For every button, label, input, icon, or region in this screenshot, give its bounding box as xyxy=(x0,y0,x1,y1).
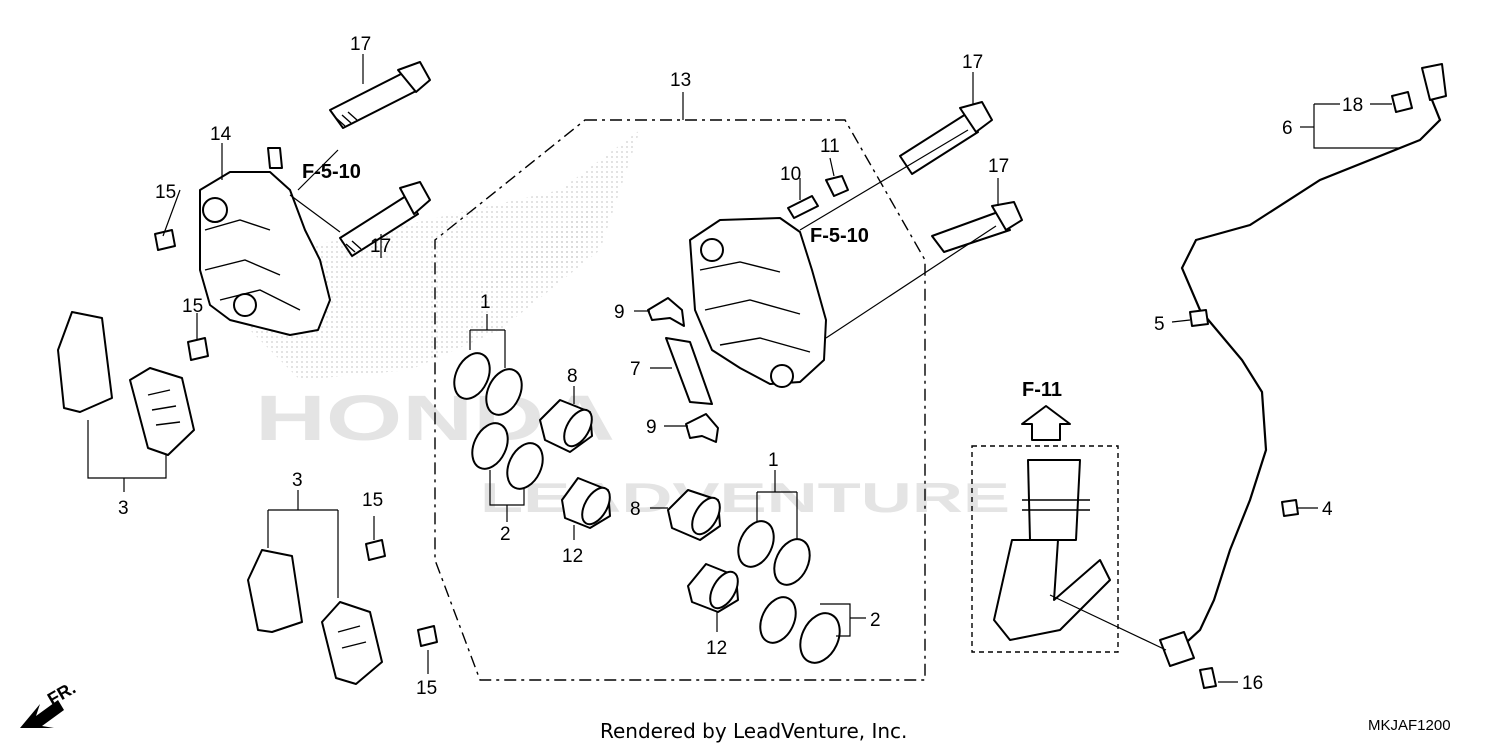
callout-3-lower: 3 xyxy=(292,470,303,491)
pad-spring-clip-lower[interactable] xyxy=(685,413,719,443)
callout-8-right: 8 xyxy=(630,499,641,520)
pad-spring[interactable] xyxy=(665,337,713,405)
fork-view-arrow xyxy=(1021,405,1071,441)
caliper-piston-left-b[interactable] xyxy=(561,477,616,529)
callout-2-left: 2 xyxy=(500,524,511,545)
front-indicator-label: FR. xyxy=(44,678,79,710)
front-direction-arrow xyxy=(20,700,64,728)
caliper-collar-d[interactable] xyxy=(417,625,438,647)
piston-seals-left[interactable] xyxy=(447,347,549,494)
callout-6: 6 xyxy=(1282,118,1293,139)
callout-7: 7 xyxy=(630,359,641,380)
callout-12-right: 12 xyxy=(706,638,727,659)
callout-16: 16 xyxy=(1242,673,1263,694)
harness-clip-5[interactable] xyxy=(1189,309,1209,327)
harness-clamp-18[interactable] xyxy=(1391,91,1413,113)
seal-kit-group-outline xyxy=(434,119,926,681)
callout-11: 11 xyxy=(820,136,840,157)
caliper-collar-c[interactable] xyxy=(365,539,386,561)
callout-9-upper: 9 xyxy=(614,302,625,323)
clip-leaders xyxy=(634,310,688,427)
wheel-speed-sensor-harness[interactable] xyxy=(1159,63,1447,667)
fork-view-outline xyxy=(971,445,1119,653)
callout-14: 14 xyxy=(210,124,232,145)
callout-2-right: 2 xyxy=(870,610,881,631)
caliper-bolt-upper-left[interactable] xyxy=(329,61,431,129)
front-brake-caliper-left[interactable] xyxy=(199,147,331,336)
sensor-bolt-16[interactable] xyxy=(1199,667,1217,689)
front-fork-leg xyxy=(993,459,1111,641)
caliper-piston-right-a[interactable] xyxy=(667,489,726,541)
leaders-sensor xyxy=(1049,103,1400,683)
bleeder-valve[interactable] xyxy=(787,195,819,219)
diagram-code: MKJAF1200 xyxy=(1368,717,1451,734)
leaders-right-caliper xyxy=(799,72,999,339)
callout-9-lower: 9 xyxy=(646,417,657,438)
caliper-piston-right-b[interactable] xyxy=(687,563,744,613)
watermark-vendor: LEADVENTURE xyxy=(480,474,1010,521)
caliper-piston-left-a[interactable] xyxy=(539,399,598,453)
caliper-bolt-lower-left[interactable] xyxy=(339,181,431,257)
front-brake-caliper-right[interactable] xyxy=(689,217,827,388)
callout-1-right: 1 xyxy=(768,450,779,471)
callout-17-lower-left: 17 xyxy=(370,236,391,257)
callout-15-a: 15 xyxy=(155,182,176,203)
caliper-bolt-lower-right[interactable] xyxy=(931,201,1023,253)
seal-leaders-right xyxy=(650,470,866,637)
callout-17-lower-right: 17 xyxy=(988,156,1009,177)
callout-3-left: 3 xyxy=(118,498,129,519)
callout-8-left: 8 xyxy=(567,366,578,387)
rendered-by-credit: Rendered by LeadVenture, Inc. xyxy=(600,719,907,743)
callout-12-left: 12 xyxy=(562,546,583,567)
ref-label-fork-view[interactable]: F-11 xyxy=(1022,379,1062,401)
caliper-collar-b[interactable] xyxy=(187,337,209,361)
callout-10: 10 xyxy=(780,164,801,185)
callout-17-upper-right: 17 xyxy=(962,52,983,73)
callout-15-b: 15 xyxy=(182,296,203,317)
callout-1-left: 1 xyxy=(480,292,491,313)
seal-leaders-left xyxy=(469,314,575,540)
honda-wing-watermark xyxy=(250,130,640,380)
piston-seals-right[interactable] xyxy=(731,515,847,669)
bleeder-cap[interactable] xyxy=(825,175,849,197)
ref-label-right-caliper[interactable]: F-5-10 xyxy=(810,225,869,247)
caliper-collar-a[interactable] xyxy=(154,229,176,251)
callout-15-d: 15 xyxy=(416,678,437,699)
callout-15-c: 15 xyxy=(362,490,383,511)
harness-clip-4[interactable] xyxy=(1281,499,1299,517)
callout-13: 13 xyxy=(670,70,691,91)
callout-18: 18 xyxy=(1342,95,1363,116)
leaders-left xyxy=(87,54,429,674)
pad-spring-clip-upper[interactable] xyxy=(647,297,685,327)
callout-4: 4 xyxy=(1322,499,1333,520)
brake-pad-set-lower[interactable] xyxy=(247,549,383,685)
brake-pad-set-left[interactable] xyxy=(57,311,195,456)
caliper-bolt-upper-right[interactable] xyxy=(899,101,993,175)
callout-17-upper-left: 17 xyxy=(350,34,371,55)
callout-5: 5 xyxy=(1154,314,1165,335)
ref-label-left-caliper[interactable]: F-5-10 xyxy=(302,161,361,183)
